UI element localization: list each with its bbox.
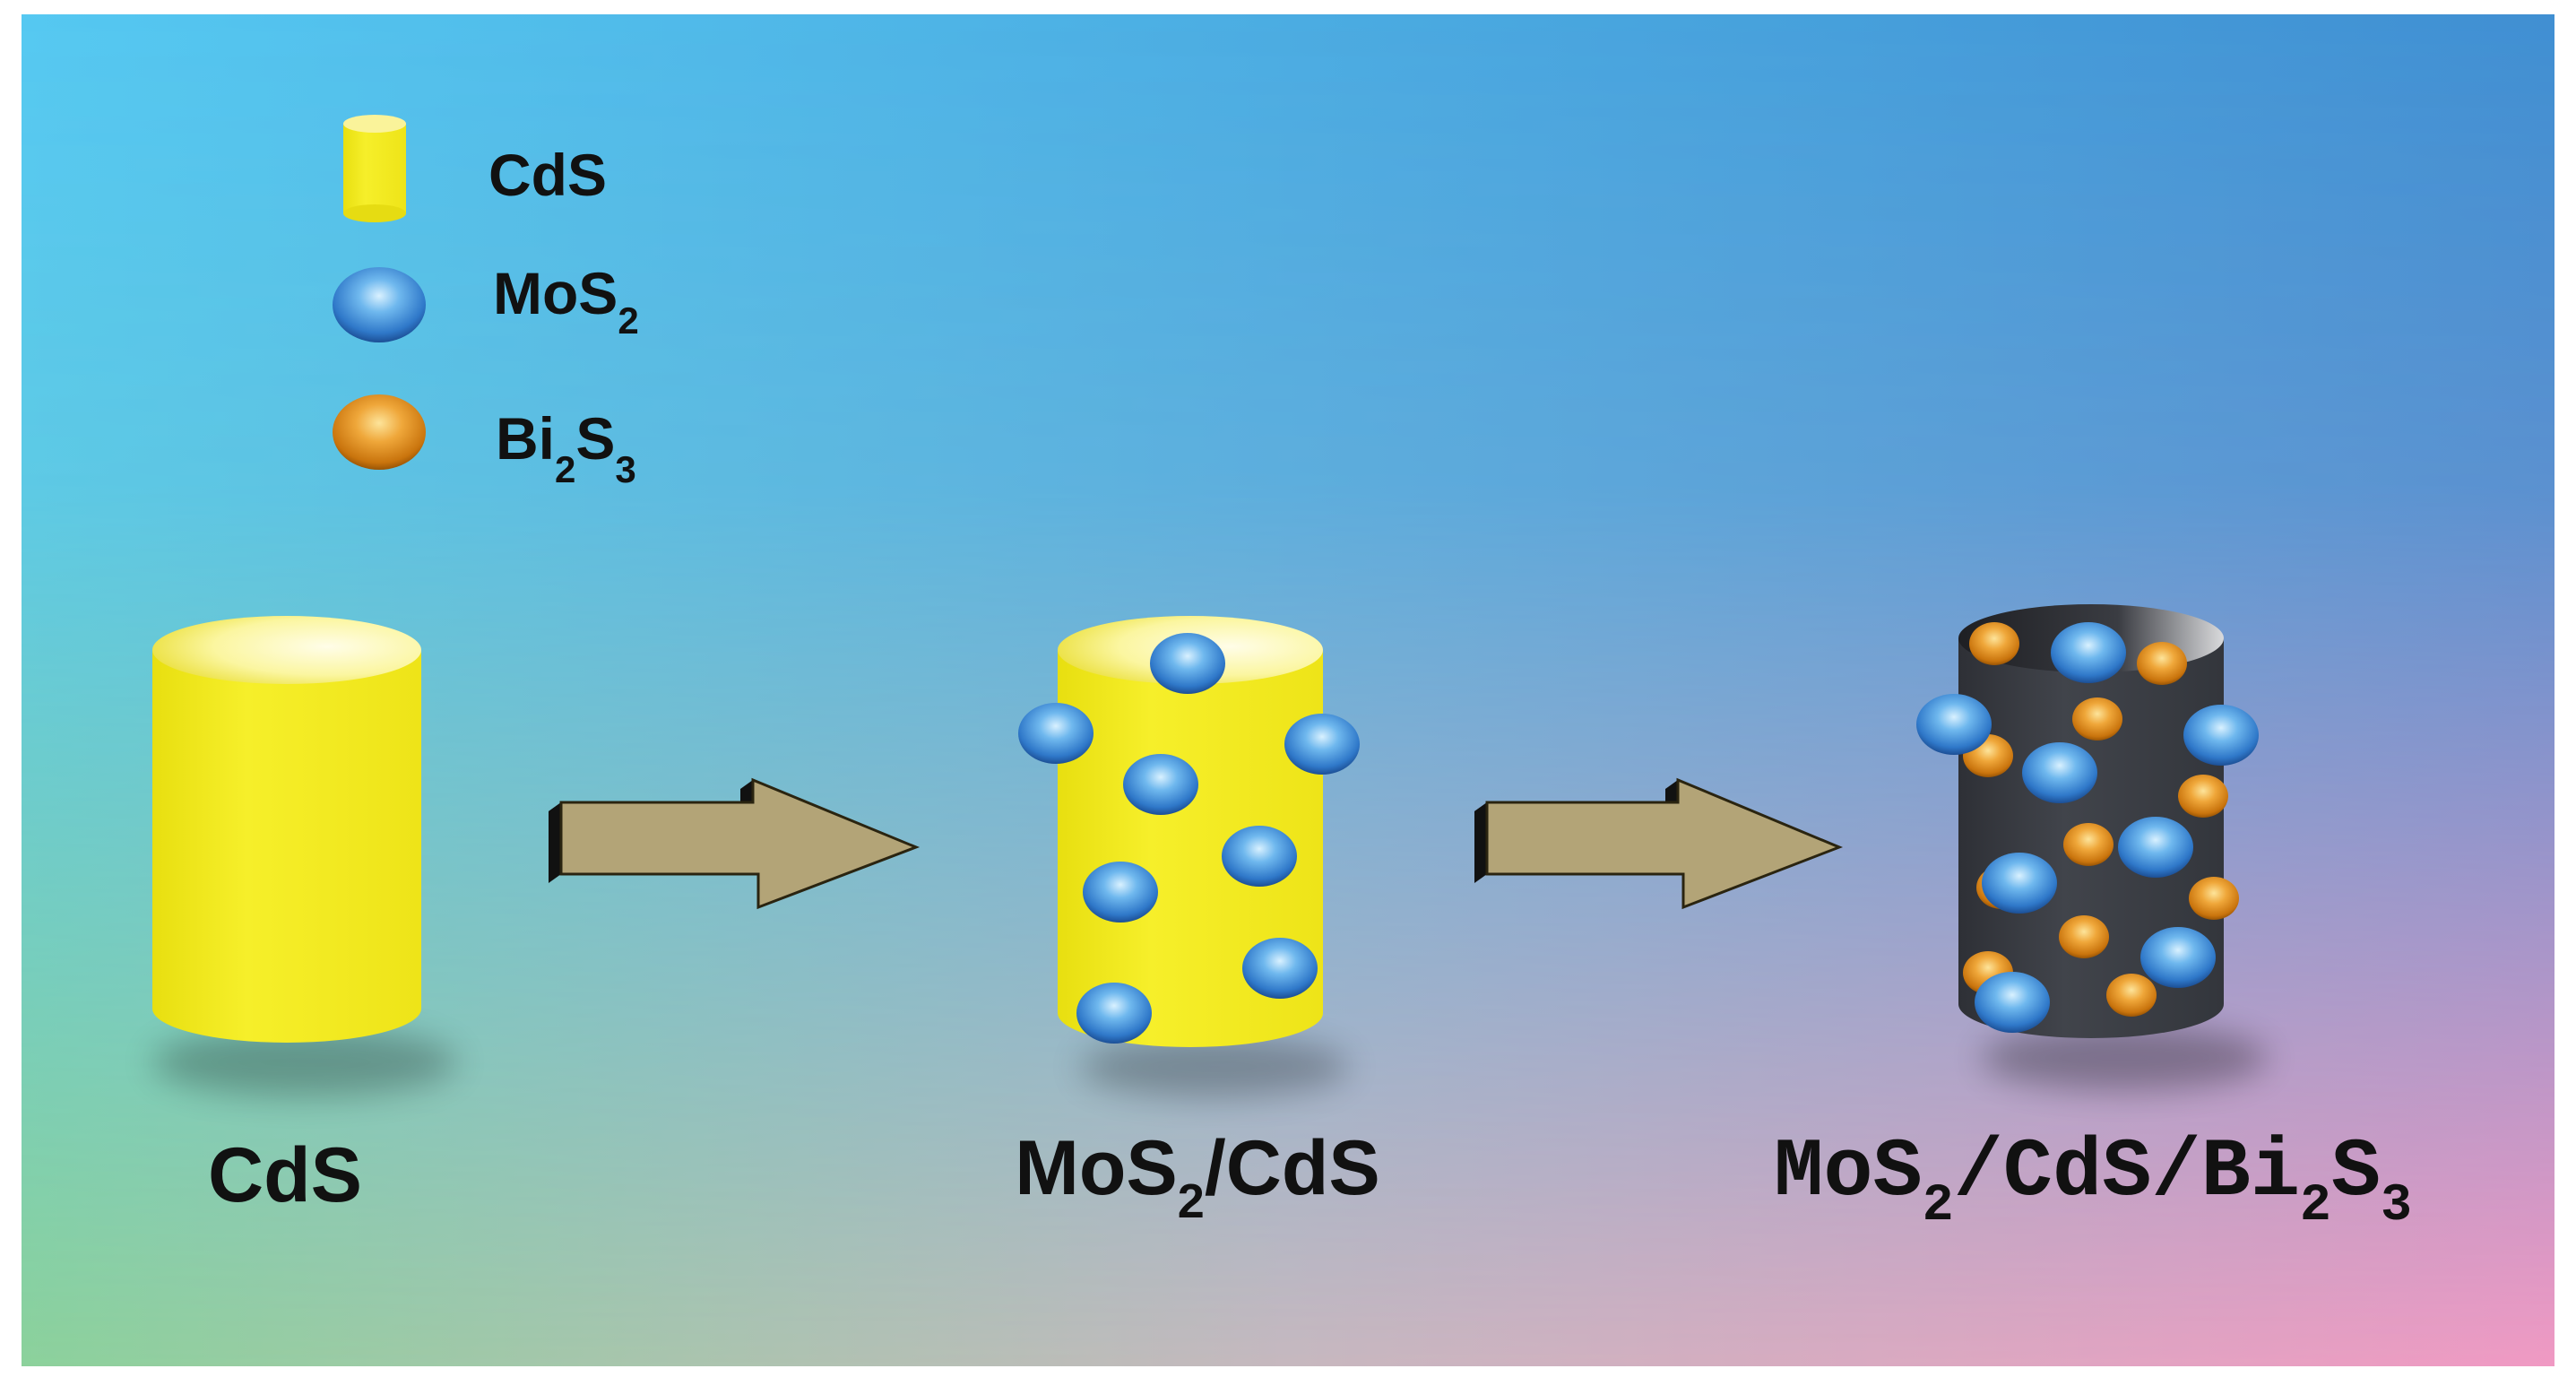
mos2-sphere-icon bbox=[1083, 862, 1158, 923]
bi2s3-sphere-icon bbox=[2106, 974, 2157, 1017]
mos2-sphere-icon bbox=[1284, 714, 1360, 775]
mos2-sphere-icon bbox=[2022, 742, 2097, 803]
mos2-cds-nanorod bbox=[1018, 616, 1360, 1097]
mos2-sphere-icon bbox=[2140, 927, 2216, 988]
cds-nanorod bbox=[152, 616, 457, 1096]
mos2-sphere-icon bbox=[1982, 853, 2057, 914]
mos2-particles bbox=[1916, 622, 2259, 1033]
legend-label-cds: CdS bbox=[488, 142, 607, 208]
orange-sphere-icon bbox=[333, 394, 426, 470]
blue-sphere-icon bbox=[333, 267, 426, 342]
mos2-cds-bi2s3-nanorod bbox=[1916, 604, 2268, 1090]
legend-label-mos2: MoS2 bbox=[493, 260, 639, 342]
mos2-sphere-icon bbox=[1222, 826, 1297, 887]
stage-label-mos2-cds-bi2s3: MoS2/CdS/Bi2S3 bbox=[1774, 1125, 2412, 1235]
bi2s3-sphere-icon bbox=[2063, 823, 2114, 866]
mos2-sphere-icon bbox=[2118, 817, 2193, 878]
mos2-sphere-icon bbox=[1242, 938, 1318, 999]
mos2-sphere-icon bbox=[1076, 983, 1152, 1044]
arrow-right-icon bbox=[549, 777, 921, 910]
mos2-sphere-icon bbox=[1150, 633, 1225, 694]
mos2-particles bbox=[1018, 633, 1360, 1044]
legend: CdS MoS2 Bi2S3 bbox=[333, 115, 639, 490]
mos2-sphere-icon bbox=[2051, 622, 2126, 683]
mos2-sphere-icon bbox=[1916, 694, 1992, 755]
arrow-right-icon bbox=[1474, 777, 1844, 910]
stage-label-cds: CdS bbox=[208, 1132, 362, 1218]
mos2-sphere-icon bbox=[1123, 754, 1198, 815]
mos2-sphere-icon bbox=[1018, 703, 1094, 764]
bi2s3-sphere-icon bbox=[2072, 697, 2122, 741]
mos2-sphere-icon bbox=[2183, 705, 2259, 766]
stage-label-mos2-cds: MoS2/CdS bbox=[1015, 1125, 1380, 1228]
bi2s3-sphere-icon bbox=[2189, 877, 2239, 920]
bi2s3-sphere-icon bbox=[2059, 915, 2109, 958]
mos2-sphere-icon bbox=[1975, 972, 2050, 1033]
legend-label-bi2s3: Bi2S3 bbox=[496, 405, 636, 490]
bi2s3-sphere-icon bbox=[2178, 775, 2228, 818]
yellow-cylinder-icon bbox=[343, 115, 406, 222]
bi2s3-sphere-icon bbox=[1969, 622, 2019, 665]
bi2s3-sphere-icon bbox=[2137, 642, 2187, 685]
